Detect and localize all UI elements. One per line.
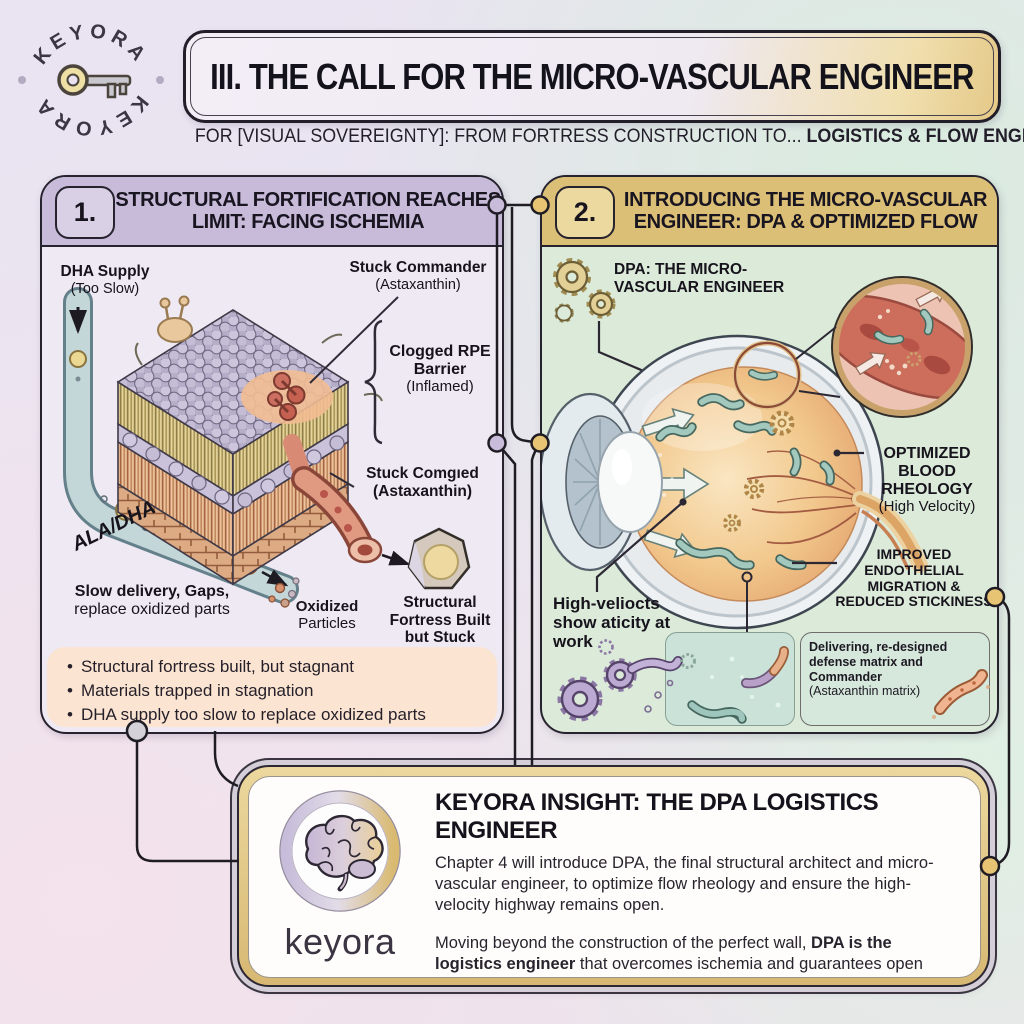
purple-gear-molecules [557, 639, 683, 722]
panel1-bullet-3: DHA supply too slow to replace oxidized … [67, 703, 497, 727]
label-dpa-engineer: DPA: THE MICRO-VASCULAR ENGINEER [614, 261, 785, 296]
label-oxidized-particles: Oxidized Particles [295, 598, 359, 632]
velocity-pointer [595, 502, 683, 592]
keyora-wordmark: keyora [284, 921, 396, 962]
brain-icon [305, 814, 384, 892]
fortress-hexagon-icon [407, 527, 471, 590]
label-optimized-rheology: OPTIMIZED BLOOD RHEOLOGY (High Velocity) [878, 445, 976, 516]
subtitle-prefix: FOR [VISUAL SOVEREIGNTY]: FROM FORTRESS … [194, 126, 807, 147]
insight-title: KEYORA INSIGHT: THE DPA LOGISTICS ENGINE… [435, 789, 879, 844]
delivering-box: Delivering, re-designed defense matrix a… [800, 632, 990, 726]
logo-arc-text-bottom: KEYORA [30, 91, 153, 140]
panel-structural-fortification: 1. STRUCTURAL FORTIFICATION REACHES LIMI… [40, 175, 504, 734]
eye-cross-section [542, 334, 928, 632]
panel1-header: 1. STRUCTURAL FORTIFICATION REACHES LIMI… [42, 177, 502, 247]
keyora-circular-logo: KEYORA KEYORA [18, 20, 164, 140]
panel1-bullet-2: Materials trapped in stagnation [67, 679, 497, 703]
label-clogged-barrier: Clogged RPE Barrier (Inflamed) [389, 343, 491, 396]
panel1-bullet-1: Structural fortress built, but stagnant [67, 655, 497, 679]
keyora-logo-badge: KEYORA KEYORA [16, 4, 166, 152]
cornea-lens [542, 392, 663, 572]
membrane-block [116, 295, 383, 586]
panel1-title: STRUCTURAL FORTIFICATION REACHES LIMIT: … [115, 188, 501, 233]
stuck-commander-molecule [267, 372, 306, 421]
logo-dot-left [18, 76, 26, 84]
page-title: III. THE CALL FOR THE MICRO-VASCULAR ENG… [210, 55, 974, 97]
key-icon [57, 64, 132, 99]
panel2-number-badge: 2. [555, 186, 615, 239]
insight-panel: keyora KEYORA INSIGHT: THE DPA LOGISTICS… [237, 765, 990, 987]
panel-microvascular-engineer: 2. INTRODUCING THE MICRO-VASCULAR ENGINE… [540, 175, 999, 734]
panel1-summary: Structural fortress built, but stagnant … [47, 647, 497, 727]
title-banner: III. THE CALL FOR THE MICRO-VASCULAR ENG… [183, 30, 1001, 123]
eye-illustration [542, 258, 990, 724]
panel2-title: INTRODUCING THE MICRO-VASCULAR ENGINEER:… [623, 188, 988, 233]
insight-text-column: KEYORA INSIGHT: THE DPA LOGISTICS ENGINE… [431, 777, 980, 977]
stuck-cargo-pointer [329, 472, 355, 488]
label-stuck-cargo: Stuck Comgıed (Astaxanthin) [366, 465, 479, 500]
oxidized-particles-icon [268, 577, 300, 608]
insight-logo-column: keyora [249, 777, 431, 977]
label-high-velocity: High-veliocts show aticity at work [553, 594, 671, 652]
label-stuck-commander: Stuck Commander (Astaxanthin) [349, 259, 487, 293]
brain-badge-icon [279, 790, 401, 912]
stuck-commander-pointer [309, 296, 399, 384]
panel1-body: DHA Supply (Too Slow) Stuck Commander (A… [42, 247, 502, 648]
panel2-header: 2. INTRODUCING THE MICRO-VASCULAR ENGINE… [542, 177, 997, 247]
membrane-illustration [63, 287, 471, 608]
label-slow-delivery: Slow delivery, Gaps, replace oxidized pa… [74, 583, 230, 619]
retinal-vessels [746, 450, 859, 545]
logo-dot-right [156, 76, 164, 84]
logo-arc-text-top: KEYORA [30, 20, 153, 69]
label-fortress-stuck: Structural Fortress Built but Stuck [389, 594, 491, 646]
showcase-molecules [680, 646, 990, 724]
label-endothelial: IMPROVED ENDOTHELIAL MIGRATION & REDUCED… [835, 546, 993, 610]
vessel-inset [795, 276, 973, 418]
insight-paragraph-1: Chapter 4 will introduce DPA, the final … [435, 854, 934, 915]
clogged-tube [283, 434, 411, 566]
inset-cells [877, 309, 908, 376]
inset-connector-lines [795, 326, 841, 398]
membrane-protein-blob [157, 295, 193, 343]
gears-icon [553, 258, 616, 323]
page-subtitle: FOR [VISUAL SOVEREIGNTY]: FROM FORTRESS … [194, 126, 1024, 148]
insight-inner: keyora KEYORA INSIGHT: THE DPA LOGISTICS… [248, 776, 981, 978]
panel2-body: Delivering, re-designed defense matrix a… [542, 247, 997, 731]
panel1-number-badge: 1. [55, 186, 115, 239]
label-dha-supply: DHA Supply (Too Slow) [60, 263, 150, 297]
clogged-barrier-bracket [364, 319, 383, 445]
eye-gear-outlines [723, 410, 795, 532]
dpa-molecules [655, 393, 835, 571]
subtitle-emphasis: LOGISTICS & FLOW ENGINEERING. [806, 126, 1024, 147]
delivering-box-text: Delivering, re-designed defense matrix a… [809, 640, 948, 699]
title-banner-inner: III. THE CALL FOR THE MICRO-VASCULAR ENG… [190, 37, 994, 116]
membrane-mid-bubbles [122, 432, 345, 508]
showcase-sparkles [710, 656, 781, 708]
insight-paragraph-2: Moving beyond the construction of the pe… [435, 933, 923, 977]
